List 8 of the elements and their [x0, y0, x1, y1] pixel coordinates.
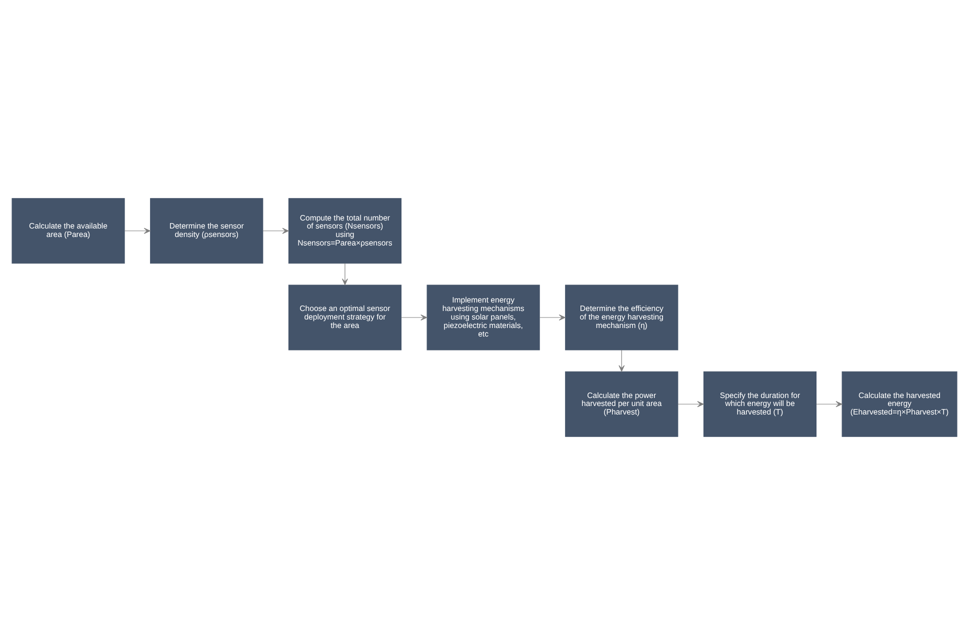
arrow: [400, 314, 427, 320]
arrow: [677, 401, 704, 408]
arrow: [816, 401, 842, 408]
arrow: [538, 314, 565, 320]
arrow: [618, 350, 624, 372]
arrow: [262, 228, 288, 234]
arrow: [124, 228, 150, 234]
arrow: [341, 263, 348, 286]
